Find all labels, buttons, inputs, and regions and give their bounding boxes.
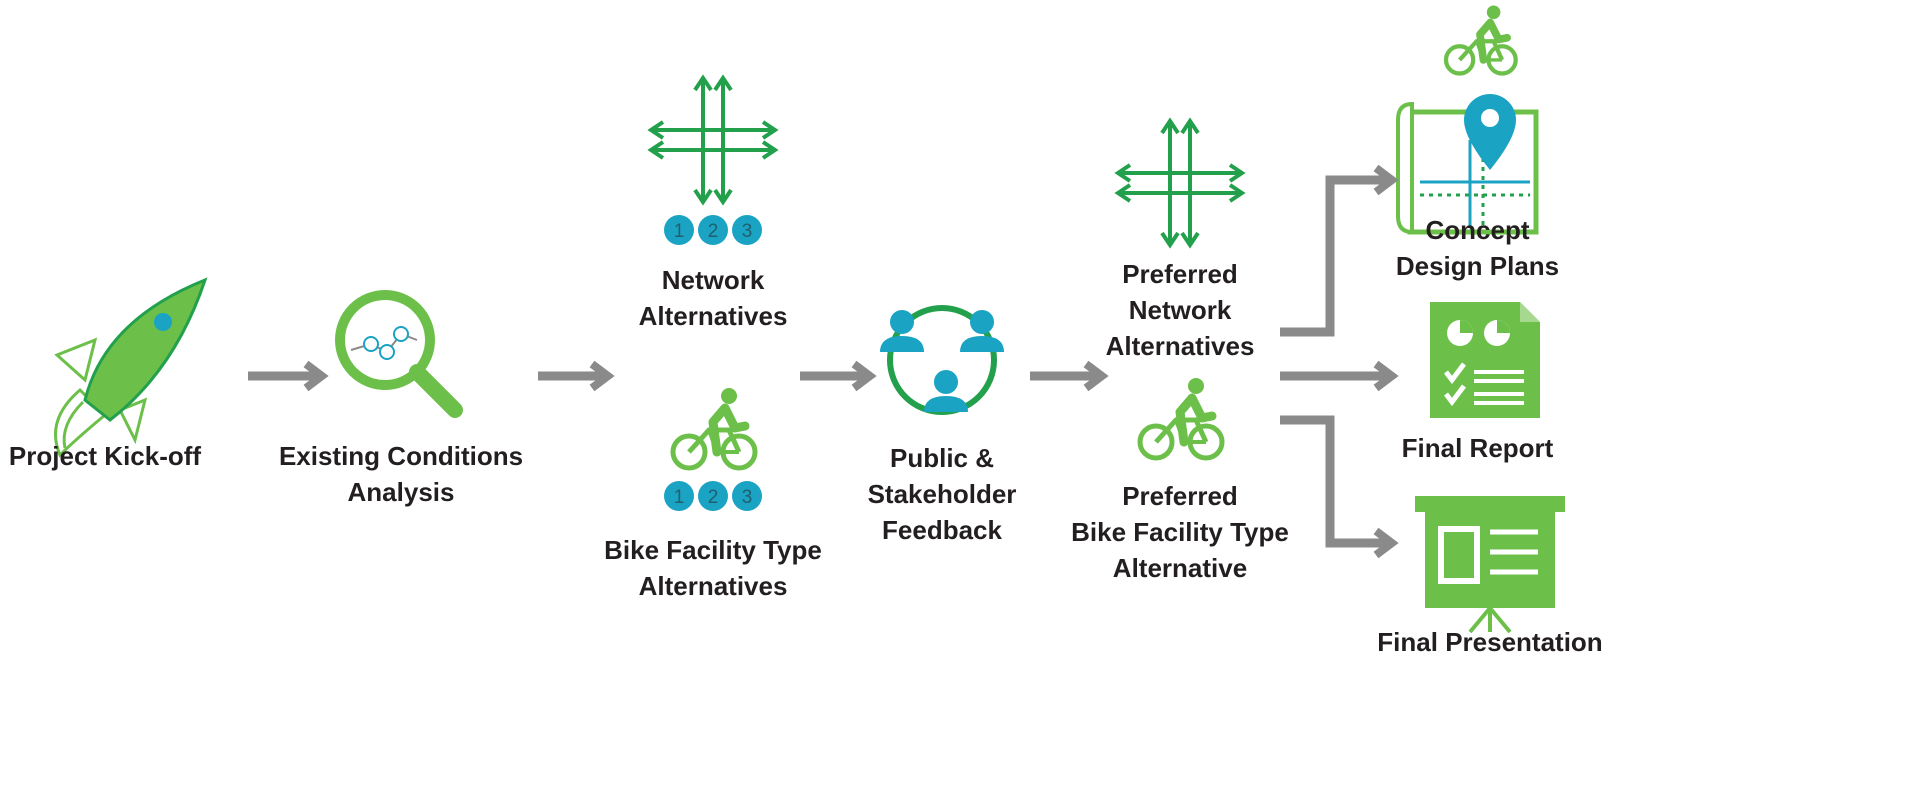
label-line: Bike Facility Type (1071, 517, 1289, 547)
label-line: Preferred (1122, 259, 1238, 289)
cyclist-icon (673, 388, 755, 468)
step-label-preferred-network: Preferred Network Alternatives (1080, 256, 1280, 364)
magnifier-chart-icon (335, 290, 463, 418)
step-label-existing-conditions: Existing Conditions Analysis (270, 438, 532, 510)
option-number: 1 (674, 487, 685, 508)
rocket-icon (54, 277, 208, 458)
arrow-existing-to-alternatives (538, 360, 615, 392)
label-line: Final Presentation (1377, 627, 1603, 657)
people-cycle-icon (880, 305, 1004, 415)
arrow-to-final-presentation (1280, 415, 1399, 559)
label-line: Alternatives (638, 571, 788, 601)
cyclist-icon (1140, 378, 1222, 458)
report-icon (1430, 302, 1540, 418)
option-number: 3 (742, 487, 753, 508)
network-grid-icon (649, 76, 777, 204)
label-line: Alternative (1112, 553, 1248, 583)
label-line: Network (1128, 295, 1232, 325)
option-number: 1 (674, 221, 685, 242)
label-line: Network (661, 265, 765, 295)
label-line: Feedback (882, 515, 1002, 545)
option-badges: 1 2 3 (664, 215, 762, 245)
label-line: Project Kick-off (8, 441, 202, 471)
network-grid-icon (1116, 119, 1244, 247)
step-label-final-presentation: Final Presentation (1372, 624, 1608, 660)
step-label-bike-facility-alternatives: Bike Facility Type Alternatives (588, 532, 838, 604)
label-line: Public & (889, 443, 994, 473)
label-line: Existing Conditions (278, 441, 524, 471)
arrow-alternatives-to-feedback (800, 360, 877, 392)
option-number: 2 (708, 487, 719, 508)
step-label-kickoff: Project Kick-off (0, 438, 210, 474)
label-line: Design Plans (1395, 251, 1560, 281)
arrow-kickoff-to-existing (248, 360, 329, 392)
map-pin-icon (1396, 5, 1539, 235)
option-badges: 1 2 3 (664, 481, 762, 511)
arrow-to-concept-plans (1280, 164, 1399, 337)
label-line: Final Report (1401, 433, 1554, 463)
label-line: Alternatives (1105, 331, 1255, 361)
step-label-network-alternatives: Network Alternatives (613, 262, 813, 334)
option-number: 2 (708, 221, 719, 242)
label-line: Stakeholder (867, 479, 1017, 509)
label-line: Alternatives (638, 301, 788, 331)
arrow-feedback-to-preferred (1030, 360, 1109, 392)
flow-arrows (248, 164, 1399, 559)
arrow-to-final-report (1280, 360, 1399, 392)
label-line: Analysis (347, 477, 455, 507)
step-label-preferred-bike-facility: Preferred Bike Facility Type Alternative (1055, 478, 1305, 586)
label-line: Preferred (1122, 481, 1238, 511)
label-line: Bike Facility Type (604, 535, 822, 565)
step-label-final-report: Final Report (1385, 430, 1570, 466)
label-line: Concept (1425, 215, 1530, 245)
step-label-concept-design-plans: Concept Design Plans (1385, 212, 1570, 284)
presentation-board-icon (1415, 496, 1565, 634)
step-label-stakeholder-feedback: Public & Stakeholder Feedback (857, 440, 1027, 548)
option-number: 3 (742, 221, 753, 242)
